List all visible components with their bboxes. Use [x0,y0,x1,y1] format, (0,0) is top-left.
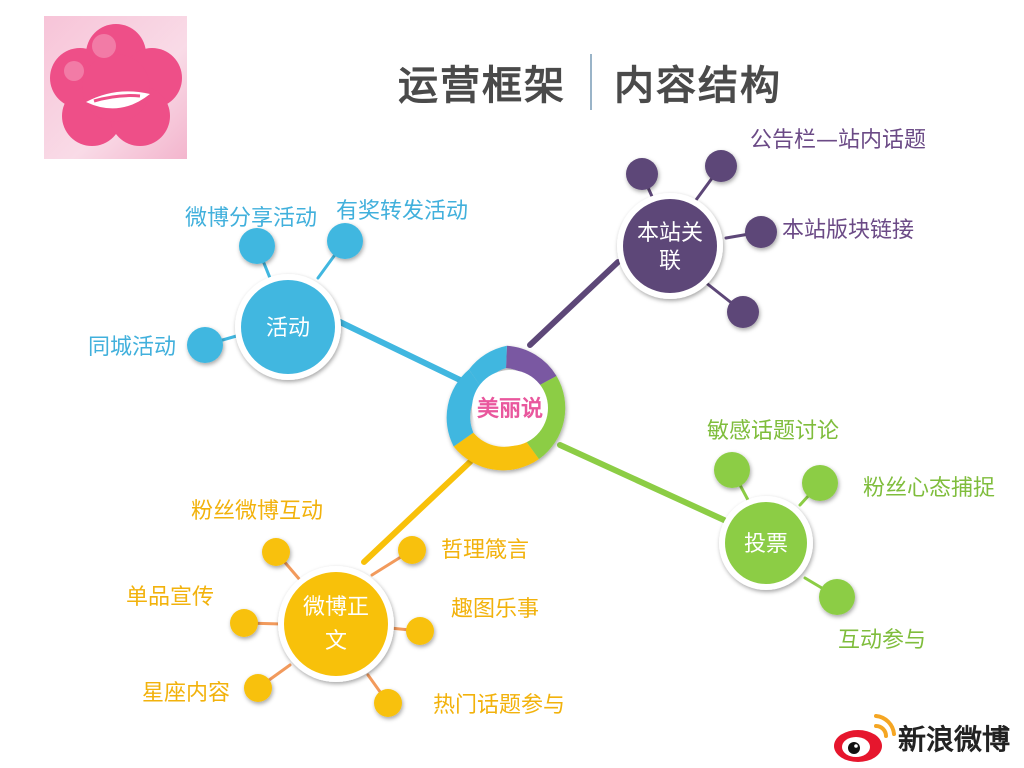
title-framework: 运营框架 [398,63,566,109]
node-post-label-line1: 微博正 [303,595,369,620]
flower-logo-icon [50,24,182,146]
center-label: 美丽说 [477,396,543,422]
leaf-label: 星座内容 [142,681,230,706]
leaf-dot [406,617,434,645]
leaf-dot [262,538,290,566]
connector-site [527,259,621,348]
slide-title: 运营框架 内容结构 [398,52,782,112]
connector-post [361,459,473,565]
leaf-label: 趣图乐事 [451,597,539,622]
node-post [284,572,388,676]
leaf-dot [327,223,363,259]
leaf-label: 敏感话题讨论 [707,419,839,444]
leaf-dot [230,609,258,637]
node-site-label-line2: 联 [659,249,681,274]
leaf-dot [819,579,855,615]
node-activity-label: 活动 [266,316,310,341]
node-vote [725,502,807,584]
node-site [623,199,717,293]
leaf-dot [187,327,223,363]
title-content-structure: 内容结构 [614,63,782,109]
leaf-dot [745,216,777,248]
brand-logo [44,16,187,159]
center-node: 美丽说 [446,345,566,471]
leaf-label: 本站版块链接 [782,218,914,243]
branch-vote: 投票 敏感话题讨论 粉丝心态捕捉 互动参与 [707,419,995,653]
leaf-label: 互动参与 [838,628,926,653]
leaf-dot [802,465,838,501]
leaf-dot [727,296,759,328]
leaf-label: 公告栏—站内话题 [750,128,926,153]
leaf-label: 粉丝微博互动 [191,499,323,524]
connector-vote [557,442,727,523]
leaf-dot [398,536,426,564]
leaf-label: 微博分享活动 [185,206,317,231]
leaf-dot [714,452,750,488]
leaf-label: 热门话题参与 [433,693,565,718]
leaf-label: 哲理箴言 [441,538,529,563]
weibo-brand-name: 新浪微博 [897,723,1010,756]
node-activity [241,280,335,374]
leaf-label: 有奖转发活动 [336,199,468,224]
leaf-dot [374,689,402,717]
node-site-label-line1: 本站关 [637,221,703,246]
branch-activity: 活动 微博分享活动 有奖转发活动 同城活动 [88,199,468,380]
leaf-dot [705,150,737,182]
connector-activity [337,319,463,383]
leaf-dot [239,228,275,264]
title-divider [590,54,592,110]
weibo-logo-icon [833,714,896,762]
leaf-label: 同城活动 [88,335,176,360]
branch-site: 本站关 联 公告栏—站内话题 本站版块链接 [617,128,926,328]
leaf-label: 单品宣传 [126,585,214,610]
node-vote-label: 投票 [744,532,788,557]
leaf-dot [244,674,272,702]
branch-post: 微博正 文 粉丝微博互动 哲理箴言 单品宣传 趣图乐事 星座内容 热门话题参与 [126,499,565,718]
leaf-label: 粉丝心态捕捉 [863,476,995,501]
node-post-label-line2: 文 [325,629,347,654]
weibo-brand: 新浪微博 [832,712,1010,764]
leaf-dot [626,158,658,190]
